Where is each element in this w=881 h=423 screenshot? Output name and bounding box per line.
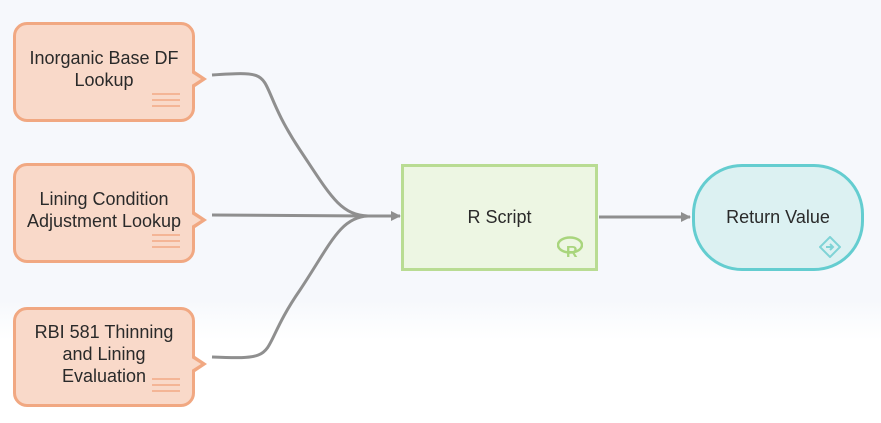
connector-lookup-3-to-script xyxy=(211,214,369,360)
table-lines-icon xyxy=(152,378,180,392)
lookup-node-inorganic-base-df[interactable]: Inorganic Base DF Lookup xyxy=(13,22,207,122)
node-label: RBI 581 Thinning and Lining Evaluation xyxy=(34,322,174,386)
node-pointer xyxy=(190,210,207,230)
svg-text:R: R xyxy=(566,244,578,258)
node-label: R Script xyxy=(467,207,532,227)
node-label: Lining Condition Adjustment Lookup xyxy=(26,189,182,231)
lookup-node-lining-condition[interactable]: Lining Condition Adjustment Lookup xyxy=(13,163,207,263)
node-label: Inorganic Base DF Lookup xyxy=(29,48,179,90)
return-value-node[interactable]: Return Value xyxy=(692,164,864,271)
r-language-icon: R xyxy=(557,236,583,258)
node-pointer xyxy=(190,69,207,89)
r-script-node[interactable]: R Script R xyxy=(401,164,598,271)
lookup-node-rbi-581[interactable]: RBI 581 Thinning and Lining Evaluation xyxy=(13,307,207,407)
node-pointer xyxy=(190,354,207,374)
connector-lookup-1-to-script xyxy=(211,72,369,218)
connector-lookup-2-to-script xyxy=(211,213,369,218)
return-diamond-icon xyxy=(819,236,841,258)
node-label: Return Value xyxy=(726,207,830,227)
table-lines-icon xyxy=(152,234,180,248)
table-lines-icon xyxy=(152,93,180,107)
